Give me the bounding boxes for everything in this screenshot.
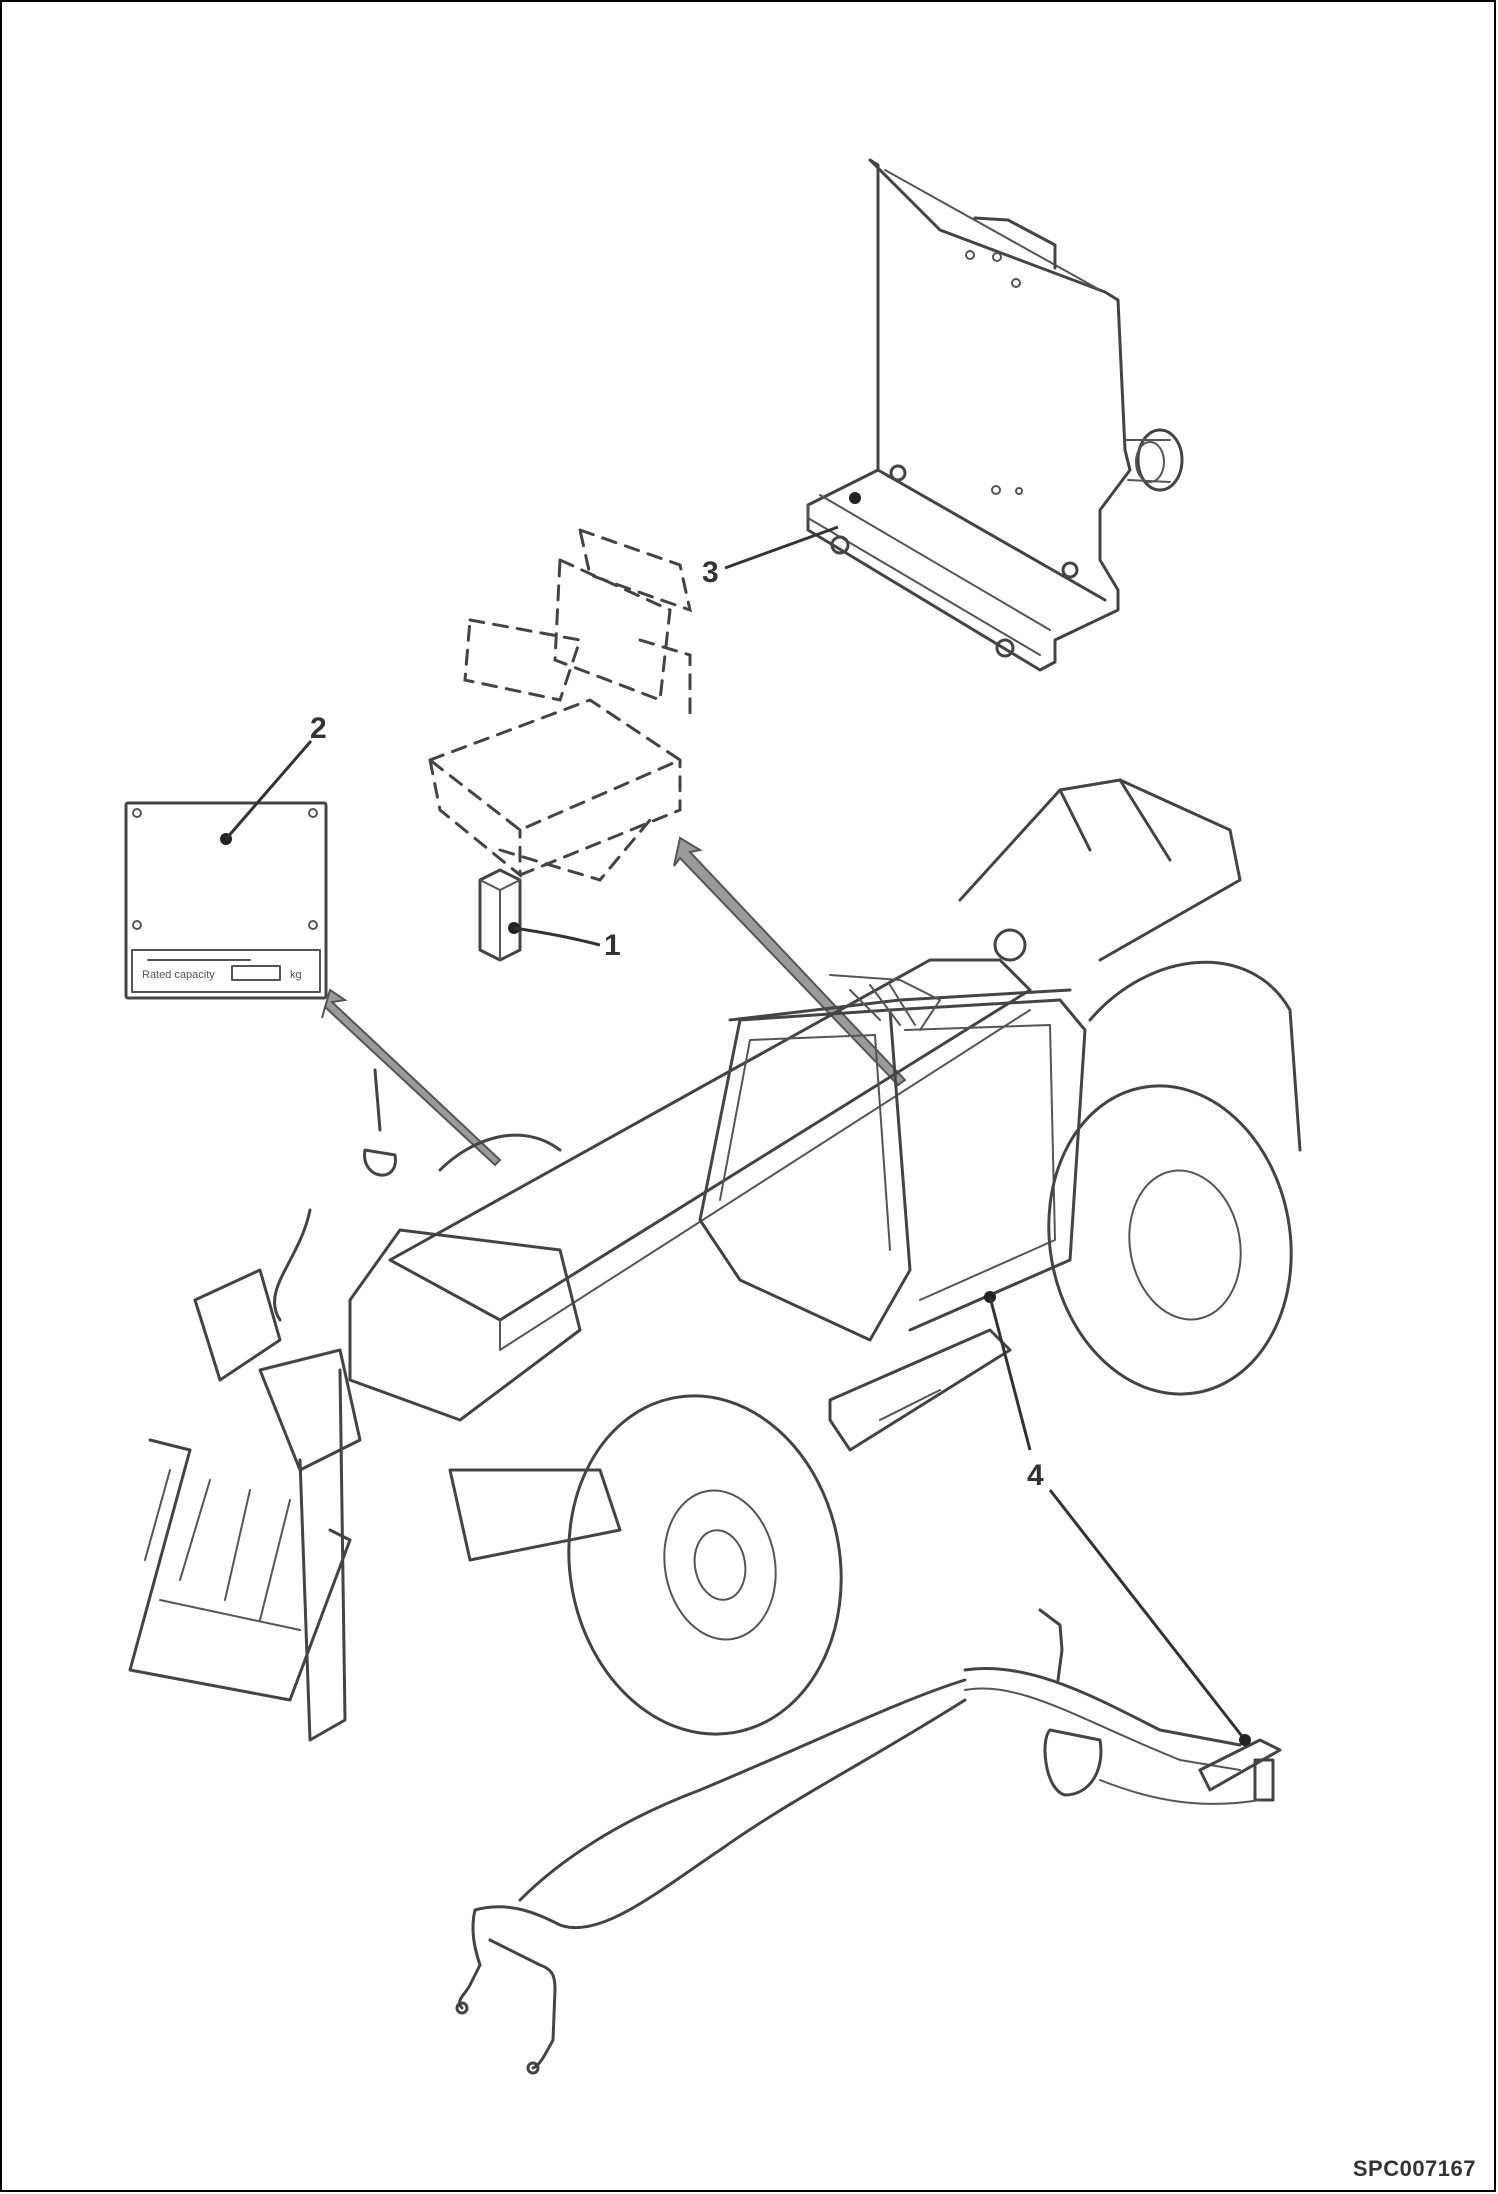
- block-part-1: 1: [478, 868, 621, 962]
- plate-part-2: Rated capacity kg 2: [124, 712, 328, 1000]
- plate-unit: kg: [290, 969, 302, 981]
- callout-1: 1: [604, 929, 621, 962]
- callout-2: 2: [310, 712, 327, 745]
- hose-harness-part-4: [455, 1608, 1282, 2075]
- callout-4: 4: [1027, 1459, 1044, 1492]
- callout-3: 3: [702, 556, 719, 589]
- location-arrow-seat: [673, 836, 907, 1087]
- plate-label: Rated capacity: [142, 969, 215, 981]
- telehandler-machine: [128, 778, 1302, 1742]
- bracket-part-3: [806, 158, 1184, 672]
- location-arrow-plate: [321, 988, 502, 1167]
- document-reference-code: SPC007167: [1352, 2156, 1476, 2181]
- seat-phantom-outline: [426, 527, 693, 882]
